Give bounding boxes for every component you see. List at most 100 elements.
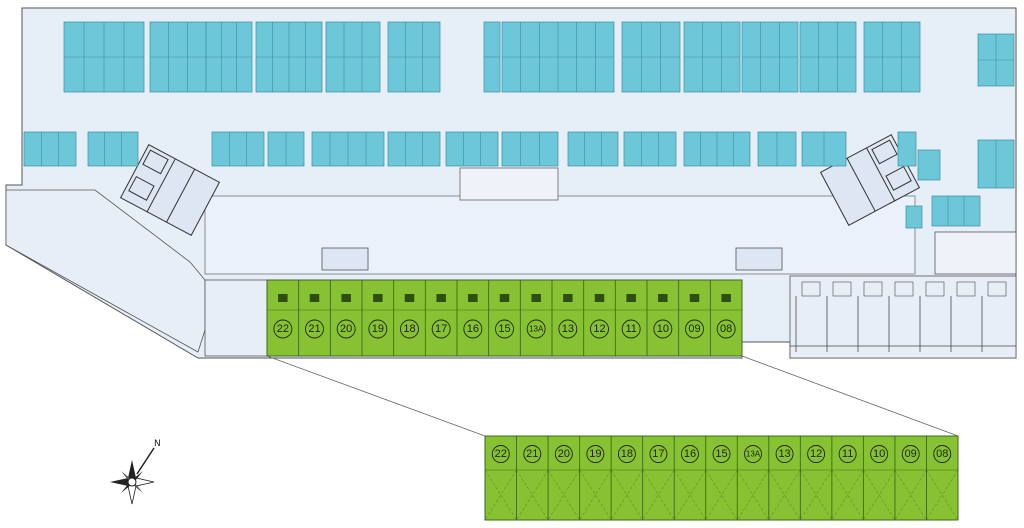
unit-number-label: 09	[688, 323, 700, 335]
unit-number-label: 13	[778, 448, 790, 460]
unit-cell[interactable]: 15	[705, 436, 738, 521]
unit-number-label: 13A	[529, 325, 544, 334]
unit-number-label: 22	[495, 448, 507, 460]
compass-north-label: N	[154, 439, 161, 449]
unit-number-circle	[523, 445, 542, 463]
unit-number-circle	[716, 319, 736, 339]
unit-number-label: 21	[526, 448, 538, 460]
unit-cell[interactable]: 10	[862, 436, 896, 521]
unit-number-label: 16	[467, 323, 479, 335]
unit-number-circle	[554, 445, 573, 463]
unit-cell[interactable]: 22	[266, 280, 299, 356]
parking-block	[567, 131, 619, 167]
unit-number-label: 12	[810, 448, 822, 460]
unit-cell[interactable]: 11	[831, 436, 864, 521]
unit-number-circle	[901, 445, 920, 463]
unit-cell[interactable]: 09	[894, 436, 927, 521]
unit-cell[interactable]: 18	[610, 436, 643, 521]
unit-cell[interactable]: 08	[926, 436, 959, 521]
stair-core-center-right	[735, 247, 783, 271]
unit-number-circle	[273, 319, 293, 339]
parking-block	[623, 131, 677, 167]
unit-number-label: 16	[684, 448, 696, 460]
unit-number-label: 12	[593, 323, 605, 335]
unit-cell[interactable]: 08	[709, 280, 742, 356]
unit-cell[interactable]: 09	[678, 280, 711, 356]
unit-cell[interactable]: 13	[768, 436, 801, 521]
unit-number-circle	[590, 319, 609, 339]
unit-cell[interactable]: 18	[393, 280, 426, 356]
unit-cell[interactable]: 10	[646, 280, 679, 356]
unit-cell[interactable]: 12	[583, 280, 616, 356]
north-arrow-compass-icon: N	[110, 439, 161, 505]
unit-number-circle	[775, 445, 794, 463]
unit-number-label: 20	[340, 323, 352, 335]
unit-number-label: 11	[842, 448, 853, 460]
parking-block	[905, 205, 923, 229]
main-corridor	[204, 195, 916, 275]
unit-cell[interactable]: 20	[329, 280, 362, 356]
unit-cell[interactable]: 17	[642, 436, 675, 521]
unit-number-circle	[933, 445, 952, 463]
unit-cell[interactable]: 22	[484, 436, 517, 521]
unit-number-circle	[649, 445, 668, 463]
unit-number-label: 15	[715, 448, 727, 460]
unit-number-circle	[653, 319, 673, 339]
left-lower-units	[204, 279, 268, 357]
unit-cell[interactable]: 19	[361, 280, 394, 356]
unit-number-circle	[586, 445, 605, 463]
unit-cell[interactable]: 12	[799, 436, 833, 521]
unit-number-label: 09	[905, 448, 917, 460]
unit-number-circle	[491, 445, 510, 463]
unit-cell[interactable]: 21	[516, 436, 549, 521]
unit-number-label: 10	[873, 448, 885, 460]
unit-number-circle	[368, 319, 388, 339]
unit-number-circle	[431, 319, 451, 339]
unit-number-circle	[495, 319, 514, 339]
unit-cell[interactable]: 19	[579, 436, 612, 521]
unit-number-label: 17	[435, 323, 447, 335]
unit-number-label: 19	[589, 448, 601, 460]
unit-number-circle	[336, 319, 356, 339]
stair-tower-left	[119, 144, 221, 236]
detail-callout-line-right	[741, 355, 959, 437]
unit-number-circle	[744, 445, 762, 463]
highlighted-units-detail: 22 21 20 19 18 17 16 15 13A 13 12 11 10 09 08	[484, 435, 959, 521]
unit-cell[interactable]: 20	[547, 436, 580, 521]
parking-block	[917, 149, 941, 181]
unit-cell[interactable]: 13A	[736, 436, 769, 521]
unit-number-circle	[305, 319, 324, 339]
unit-number-circle	[621, 319, 641, 339]
unit-number-circle	[617, 445, 636, 463]
parking-block	[931, 195, 981, 227]
unit-number-label: 15	[498, 323, 510, 335]
unit-number-label: 17	[652, 448, 664, 460]
unit-cell[interactable]: 16	[456, 280, 489, 356]
parking-spaces	[23, 21, 1015, 229]
unit-cell[interactable]: 16	[673, 436, 706, 521]
right-wing-rooms	[790, 281, 1016, 352]
unit-cell[interactable]: 13A	[519, 280, 552, 356]
unit-number-label: 13A	[746, 450, 761, 459]
right-core	[934, 231, 1017, 275]
stair-tower-right	[819, 134, 921, 226]
parking-block	[387, 131, 441, 167]
unit-cell[interactable]: 13	[551, 280, 584, 356]
unit-number-label: 18	[403, 323, 415, 335]
unit-number-circle	[712, 445, 731, 463]
unit-cell[interactable]: 21	[298, 280, 331, 356]
unit-cell[interactable]: 11	[614, 280, 647, 356]
unit-cell[interactable]: 17	[424, 280, 457, 356]
unit-number-circle	[685, 319, 704, 339]
right-wing-units	[789, 275, 1017, 359]
parking-block	[87, 131, 139, 167]
unit-number-label: 08	[936, 448, 948, 460]
unit-number-circle	[807, 445, 826, 463]
parking-block	[211, 131, 265, 167]
detail-callout-line-left	[266, 355, 486, 437]
unit-cell[interactable]: 15	[488, 280, 521, 356]
unit-number-circle	[526, 319, 546, 339]
unit-number-label: 18	[621, 448, 633, 460]
